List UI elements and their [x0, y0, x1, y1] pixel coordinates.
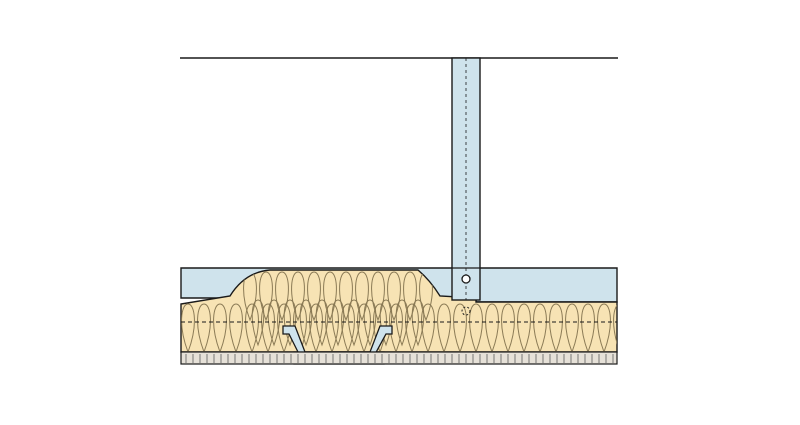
insulation-lobe: [245, 303, 259, 352]
insulation-lobe: [371, 271, 385, 322]
insulation-lobe: [251, 299, 265, 347]
insulation-lobe: [299, 299, 313, 347]
insulation-lobe: [275, 271, 289, 322]
ceiling-strip-ticks: [185, 354, 614, 363]
insulation-lobe: [213, 303, 227, 352]
insulation-lobe: [197, 303, 211, 352]
insulation-lobe: [291, 271, 305, 322]
insulation-lobe: [565, 303, 579, 352]
insulation-lobe: [379, 299, 393, 347]
insulation-lobe: [307, 271, 321, 322]
insulation-lobe: [411, 299, 425, 347]
insulation-lobe: [533, 303, 547, 352]
insulation-lobe: [469, 303, 483, 352]
insulation-lobe: [229, 303, 243, 352]
insulation-lobe: [549, 303, 563, 352]
insulation-lobe: [485, 303, 499, 352]
insulation-lobe: [347, 299, 361, 347]
insulation-lobe: [355, 271, 369, 322]
insulation-lobe: [323, 271, 337, 322]
insulation-lobe: [331, 299, 345, 347]
insulation-lobe: [181, 303, 195, 352]
ceiling-strip: [180, 351, 618, 365]
fixing-screw: [461, 306, 471, 316]
insulation-lobe: [501, 303, 515, 352]
insulation-lobe: [437, 303, 451, 352]
insulation-lobes: [181, 271, 617, 352]
insulation-lobe: [597, 303, 611, 352]
insulation-lobe: [315, 299, 329, 347]
insulation-lobe: [387, 271, 401, 322]
insulation-lobe: [581, 303, 595, 352]
insulation-lobe: [613, 303, 617, 352]
fixing-screw: [461, 274, 471, 284]
insulation-lobe: [259, 271, 273, 322]
insulation-lobe: [267, 299, 281, 347]
insulation-lobe: [403, 271, 417, 322]
insulation-lobe: [339, 271, 353, 322]
insulation-lobe: [395, 299, 409, 347]
insulation-lobe: [283, 299, 297, 347]
insulation-lobe: [453, 303, 467, 352]
insulation-lobe: [363, 299, 377, 347]
insulation-lobe: [517, 303, 531, 352]
